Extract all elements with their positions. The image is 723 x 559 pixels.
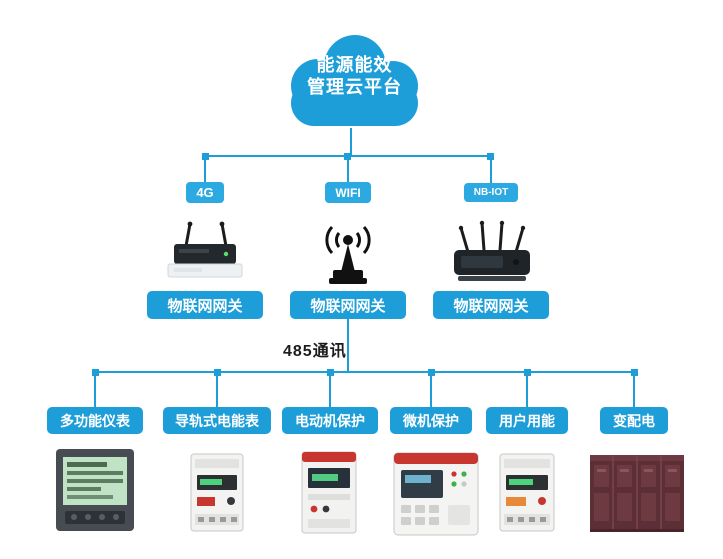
- din-meter-icon: [499, 453, 555, 532]
- cloud-icon: [291, 35, 418, 126]
- gateway-label-3: 物联网网关: [433, 291, 549, 319]
- connector-node: [92, 369, 99, 376]
- cloud-title-line2: 管理云平台: [307, 77, 402, 97]
- endpoint-label-multifunction-meter: 多功能仪表: [47, 407, 143, 434]
- endpoint-label-user-energy: 用户用能: [486, 407, 568, 434]
- connector-node: [344, 153, 351, 160]
- gateway-label-1: 物联网网关: [147, 291, 263, 319]
- badge-4g: 4G: [186, 182, 224, 203]
- connector-node: [524, 369, 531, 376]
- din-meter-icon: [190, 453, 244, 532]
- cloud-node: 能源能效 管理云平台: [272, 30, 437, 132]
- gateway-4g-router-image: [160, 220, 250, 291]
- connector-drop-ep4: [430, 373, 432, 408]
- user-energy-meter-image: [492, 451, 562, 540]
- connector-node: [428, 369, 435, 376]
- motor-protector-image: [298, 449, 360, 542]
- connector-485-bus: [95, 371, 635, 373]
- connector-cloud-drop: [350, 128, 352, 156]
- switchgear-icon: [590, 455, 684, 532]
- connector-node: [487, 153, 494, 160]
- connector-node: [631, 369, 638, 376]
- connector-gateway-to-bus: [347, 319, 349, 372]
- gateway-wifi-antenna-image: [318, 218, 378, 293]
- endpoint-label-power-distribution: 变配电: [600, 407, 668, 434]
- bus-485-label: 485通讯: [283, 343, 347, 360]
- endpoint-label-din-energy-meter: 导轨式电能表: [163, 407, 271, 434]
- switchgear-cabinets-image: [588, 449, 686, 540]
- connector-node: [202, 153, 209, 160]
- badge-wifi: WIFI: [325, 182, 371, 203]
- endpoint-label-microcomputer-protection: 微机保护: [390, 407, 472, 434]
- endpoint-label-motor-protection: 电动机保护: [282, 407, 378, 434]
- badge-nbiot: NB-IOT: [464, 183, 518, 202]
- panel-meter-image: [52, 447, 138, 542]
- gateway-nbiot-router-image: [448, 220, 536, 293]
- motor-protector-icon: [301, 451, 357, 534]
- connector-drop-wifi: [347, 157, 349, 183]
- connector-drop-4g: [204, 157, 206, 183]
- router-4-antenna-icon: [454, 220, 530, 281]
- gateway-label-2: 物联网网关: [290, 291, 406, 319]
- panel-meter-icon: [56, 449, 134, 531]
- din-energy-meter-image: [185, 451, 249, 540]
- connector-drop-ep5: [526, 373, 528, 408]
- connector-drop-nbiot: [490, 157, 492, 183]
- protection-relay-image: [392, 451, 480, 542]
- cloud-title-line1: 能源能效: [316, 55, 393, 75]
- connector-drop-ep6: [633, 373, 635, 408]
- cloud-title: 能源能效 管理云平台: [272, 54, 437, 98]
- connector-drop-ep2: [216, 373, 218, 408]
- connector-node: [327, 369, 334, 376]
- protection-relay-icon: [393, 452, 479, 536]
- router-2-antenna-icon: [167, 221, 243, 278]
- connector-drop-ep3: [329, 373, 331, 408]
- connector-drop-ep1: [94, 373, 96, 408]
- connector-node: [214, 369, 221, 376]
- antenna-waves-icon: [325, 225, 371, 284]
